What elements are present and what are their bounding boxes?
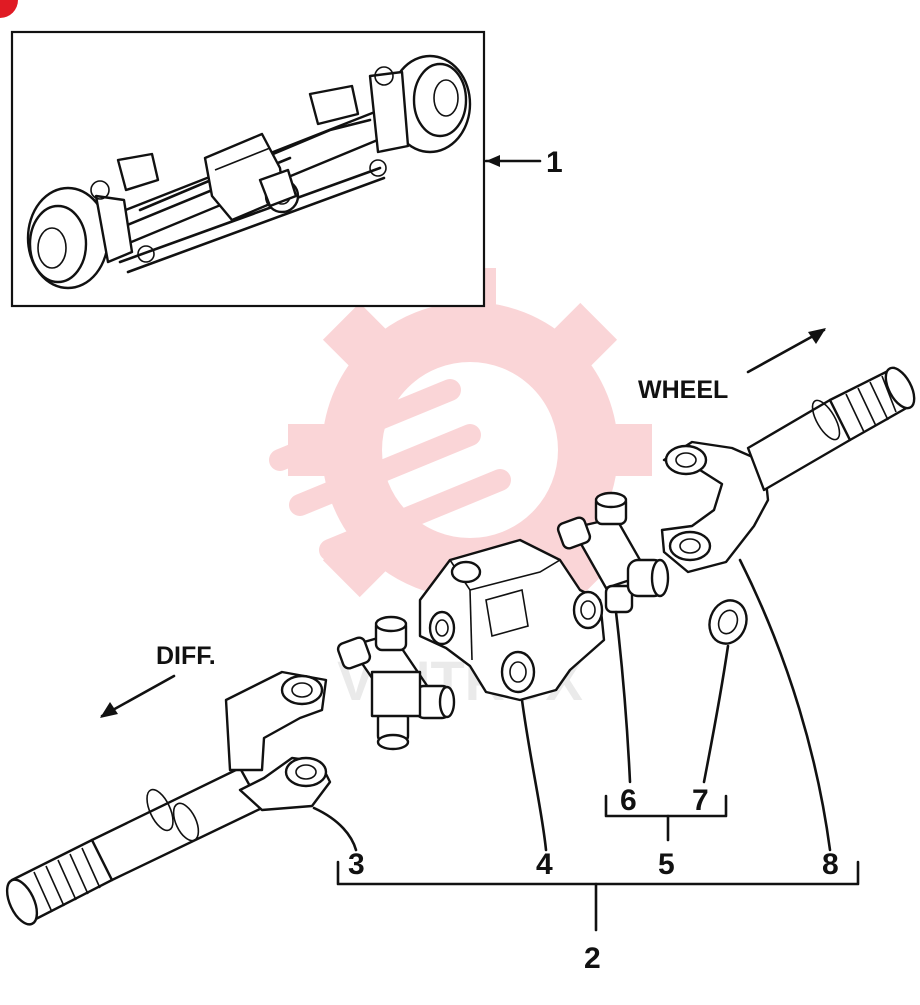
wheel-direction: WHEEL [638,328,826,404]
center-yoke-housing [418,538,606,702]
inner-shaft-yoke [5,670,332,926]
corner-badge [0,0,18,18]
callout-3-label: 3 [348,848,365,881]
callout-2-label: 2 [584,942,601,975]
outer-shaft-yoke [660,366,916,574]
diff-label: DIFF. [156,642,216,670]
spider-right [556,491,670,614]
bracket-group-5 [604,794,728,842]
leader-lines [312,558,832,852]
callout-6-label: 6 [620,784,637,817]
front-axle-drawing [26,54,472,290]
callout-8-label: 8 [822,848,839,881]
washer-seal [708,599,748,645]
bracket-group-2 [336,860,860,932]
callout-5-label: 5 [658,848,675,881]
diff-direction: DIFF. [100,642,216,718]
wheel-label: WHEEL [638,376,728,404]
callout-4-label: 4 [536,848,553,881]
spider-left [336,615,456,751]
callout-1: 1 [484,146,563,179]
inset-axle-assembly [10,30,486,308]
callout-7-label: 7 [692,784,709,817]
callout-1-label: 1 [546,146,563,179]
